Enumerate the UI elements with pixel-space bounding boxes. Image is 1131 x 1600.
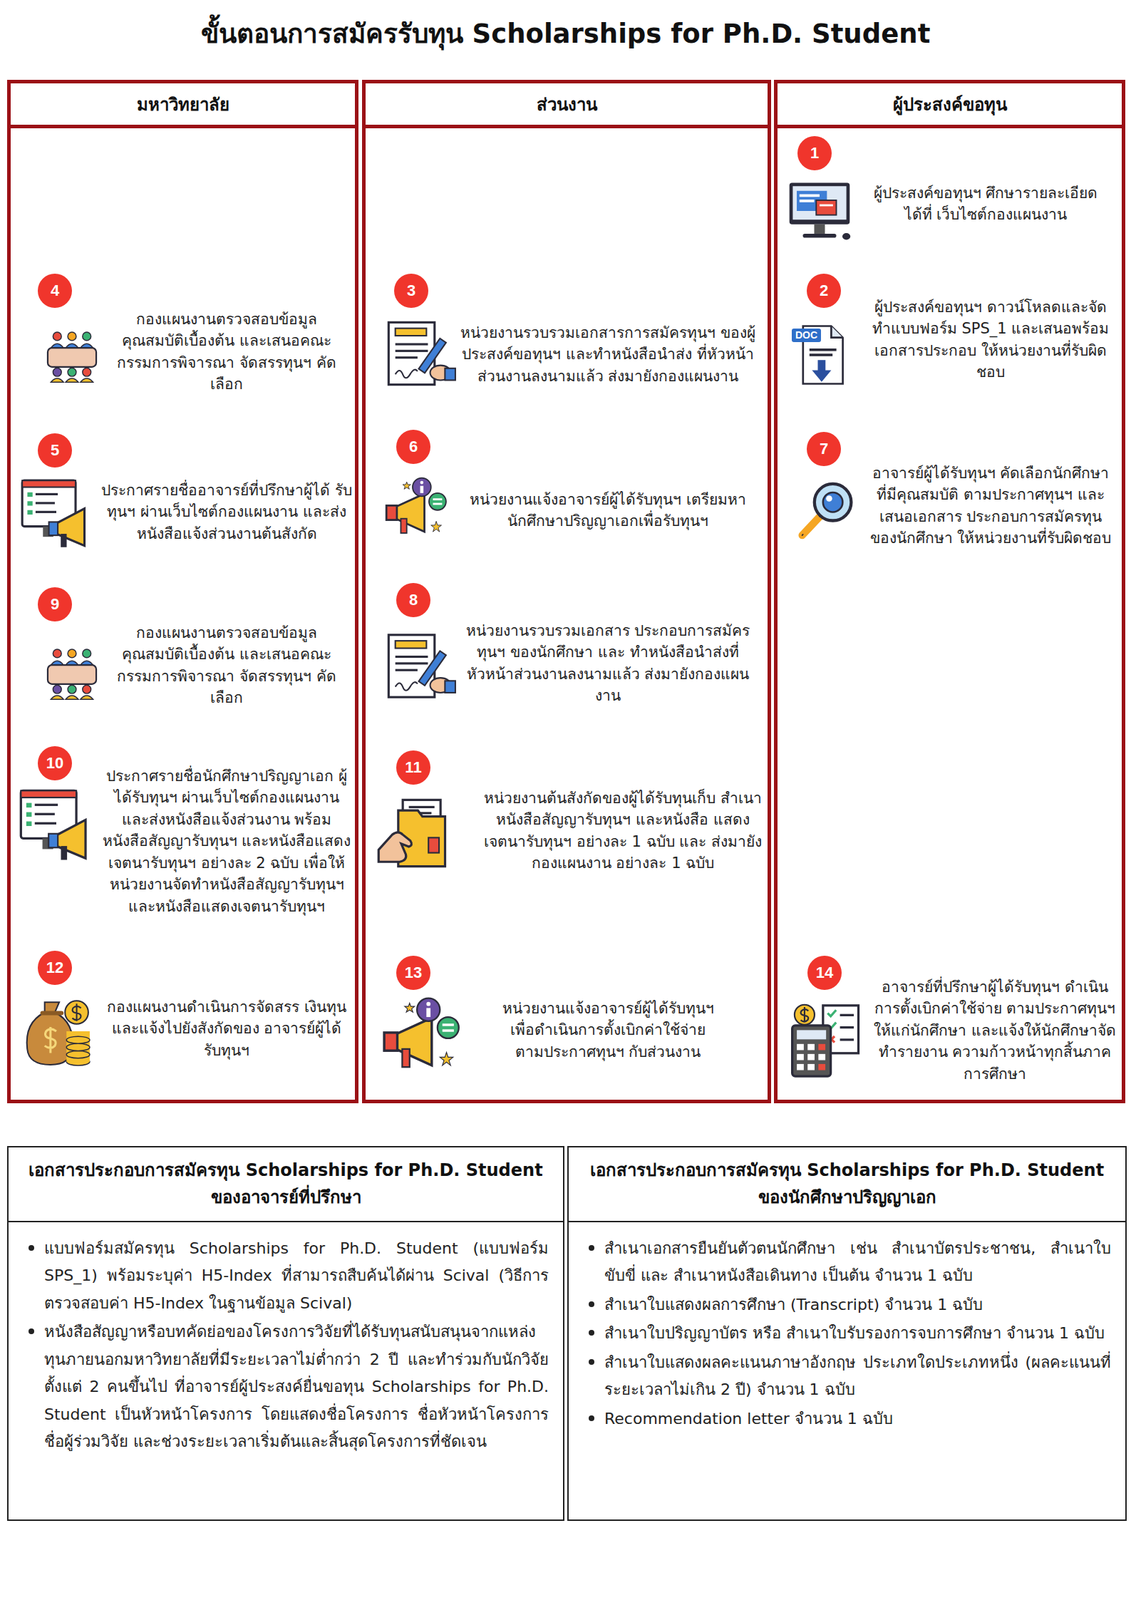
step-number-circle: 4 xyxy=(37,273,72,308)
box-title: เอกสารประกอบการสมัครทุน Scholarships for… xyxy=(581,1156,1113,1212)
swimlane-column: ผู้ประสงค์ขอทุน 1 2 7 14 xyxy=(773,79,1126,1104)
bullet-row: สำเนาใบปริญญาบัตร หรือ สำเนาใบรับรองการจ… xyxy=(585,1319,1112,1348)
calculator-icon xyxy=(792,1004,859,1077)
box-body: สำเนาเอกสารยืนยันตัวตนนักศึกษา เช่น สำเน… xyxy=(568,1222,1126,1448)
bullet-text: หนังสือสัญญาหรือบทคัดย่อของโครงการวิจัยท… xyxy=(44,1318,549,1456)
document-list-box: เอกสารประกอบการสมัครทุน Scholarships for… xyxy=(567,1145,1127,1521)
swimlane-column: มหาวิทยาลัย 4 5 9 10 12 xyxy=(7,79,359,1104)
bullet-row: หนังสือสัญญาหรือบทคัดย่อของโครงการวิจัยท… xyxy=(25,1318,549,1456)
money-icon xyxy=(27,1000,90,1066)
bullet-row: สำเนาใบแสดงผลคะแนนภาษาอังกฤษ ประเภทใดประ… xyxy=(585,1349,1112,1404)
bullet-row: แบบฟอร์มสมัครทุน Scholarships for Ph.D. … xyxy=(25,1235,549,1318)
step-description: ผู้ประสงค์ขอทุนฯ ดาวน์โหลดและจัดทำแบบฟอร… xyxy=(865,296,1116,384)
step-number: 8 xyxy=(409,590,418,610)
page-title: ขั้นตอนการสมัครรับทุน Scholarships for P… xyxy=(0,17,1131,52)
step-number-circle: 3 xyxy=(394,273,429,308)
step-number: 13 xyxy=(404,963,422,983)
bullet-text: Recommendation letter จำนวน 1 ฉบับ xyxy=(604,1405,1112,1434)
column-title: ส่วนงาน xyxy=(536,90,598,119)
step-description: อาจารย์ผู้ได้รับทุนฯ คัดเลือกนักศึกษาที่… xyxy=(869,462,1112,550)
committee-icon xyxy=(47,649,97,700)
bullet-text: สำเนาใบปริญญาบัตร หรือ สำเนาใบรับรองการจ… xyxy=(604,1319,1112,1348)
swimlane-column: ส่วนงาน 3 6 8 11 13 xyxy=(362,79,772,1104)
step-description: หน่วยงานแจ้งอาจารย์ผู้ได้รับทุนฯ เตรียมห… xyxy=(458,488,758,533)
column-header: ส่วนงาน xyxy=(365,83,768,129)
column-header: ผู้ประสงค์ขอทุน xyxy=(777,83,1122,129)
step-number: 11 xyxy=(404,758,422,777)
step-number-circle: 14 xyxy=(807,955,842,990)
step-description: ประกาศรายชื่ออาจารย์ที่ปรึกษาผู้ได้ รับท… xyxy=(98,479,355,545)
document-list-box: เอกสารประกอบการสมัครทุน Scholarships for… xyxy=(7,1145,565,1521)
announcement-icon xyxy=(22,480,85,548)
step-description: หน่วยงานต้นสังกัดของผู้ได้รับทุนเก็บ สำเ… xyxy=(483,787,762,875)
bullet-dot xyxy=(588,1245,595,1251)
step-description: หน่วยงานรวบรวมเอกสาร ประกอบการสมัครทุนฯ … xyxy=(458,620,758,707)
step-number-circle: 13 xyxy=(396,955,431,990)
column-header: มหาวิทยาลัย xyxy=(10,83,355,129)
icon-caption: DOC xyxy=(791,328,821,343)
step-number-circle: 8 xyxy=(396,582,431,618)
bullet-text: สำเนาใบแสดงผลคะแนนภาษาอังกฤษ ประเภทใดประ… xyxy=(604,1349,1112,1404)
column-title: ผู้ประสงค์ขอทุน xyxy=(892,90,1007,119)
step-number: 12 xyxy=(46,958,64,978)
bullet-text: สำเนาใบแสดงผลการศึกษา (Transcript) จำนวน… xyxy=(604,1291,1112,1320)
bullet-dot xyxy=(28,1245,35,1251)
step-number: 14 xyxy=(816,963,834,983)
step-number: 9 xyxy=(50,595,60,614)
bullet-dot xyxy=(588,1359,595,1365)
bullet-dot xyxy=(588,1301,595,1308)
signing-icon xyxy=(388,322,456,385)
megaphone-icon xyxy=(384,998,459,1068)
bullet-dot xyxy=(588,1415,595,1422)
step-description: หน่วยงานรวบรวมเอกสารการสมัครทุนฯ ของผู้ป… xyxy=(458,322,758,387)
signing-icon xyxy=(388,634,456,697)
step-description: กองแผนงานดำเนินการจัดสรร เงินทุนและแจ้งไ… xyxy=(105,996,348,1062)
bullet-text: แบบฟอร์มสมัครทุน Scholarships for Ph.D. … xyxy=(44,1235,549,1318)
announcement-icon xyxy=(20,790,86,860)
step-description: ประกาศรายชื่อนักศึกษาปริญญาเอก ผู้ได้รับ… xyxy=(98,765,355,918)
box-header: เอกสารประกอบการสมัครทุน Scholarships for… xyxy=(568,1147,1126,1223)
magnifier-icon xyxy=(802,483,852,536)
megaphone-icon xyxy=(386,478,447,534)
step-number: 7 xyxy=(819,439,829,459)
step-number: 2 xyxy=(819,281,829,301)
column-title: มหาวิทยาลัย xyxy=(136,90,230,119)
step-number-circle: 12 xyxy=(37,950,72,985)
step-number: 3 xyxy=(406,281,416,301)
bullet-row: สำเนาใบแสดงผลการศึกษา (Transcript) จำนวน… xyxy=(585,1291,1112,1320)
step-description: กองแผนงานตรวจสอบข้อมูล คุณสมบัติเบื้องต้… xyxy=(105,622,348,710)
step-number: 1 xyxy=(810,143,819,163)
step-number: 4 xyxy=(50,281,60,301)
step-number: 5 xyxy=(50,441,60,460)
step-number: 10 xyxy=(46,754,64,773)
step-number-circle: 10 xyxy=(37,746,72,781)
step-number-circle: 9 xyxy=(37,587,72,622)
step-description: ผู้ประสงค์ขอทุนฯ ศึกษารายละเอียด ได้ที่ … xyxy=(857,182,1114,226)
step-number: 6 xyxy=(409,437,418,457)
bullet-text: สำเนาเอกสารยืนยันตัวตนนักศึกษา เช่น สำเน… xyxy=(604,1235,1112,1290)
box-header: เอกสารประกอบการสมัครทุน Scholarships for… xyxy=(8,1147,564,1223)
step-number-circle: 5 xyxy=(37,433,72,468)
step-description: กองแผนงานตรวจสอบข้อมูล คุณสมบัติเบื้องต้… xyxy=(105,308,348,396)
step-number-circle: 7 xyxy=(806,431,841,467)
bullet-row: สำเนาเอกสารยืนยันตัวตนนักศึกษา เช่น สำเน… xyxy=(585,1235,1112,1290)
step-number-circle: 11 xyxy=(396,750,431,785)
step-number-circle: 6 xyxy=(396,429,431,464)
step-description: อาจารย์ที่ปรึกษาผู้ได้รับทุนฯ ดำเนินการต… xyxy=(873,976,1117,1085)
bullet-dot xyxy=(28,1328,35,1335)
committee-icon xyxy=(47,332,97,382)
step-description: หน่วยงานแจ้งอาจารย์ผู้ได้รับทุนฯ เพื่อดำ… xyxy=(493,997,722,1063)
bullet-row: Recommendation letter จำนวน 1 ฉบับ xyxy=(585,1405,1112,1434)
computer-icon xyxy=(789,183,851,241)
box-body: แบบฟอร์มสมัครทุน Scholarships for Ph.D. … xyxy=(8,1222,564,1471)
step-number-circle: 1 xyxy=(797,136,832,171)
box-title: เอกสารประกอบการสมัครทุน Scholarships for… xyxy=(21,1156,551,1212)
bullet-dot xyxy=(588,1329,595,1336)
folder-icon xyxy=(378,799,445,866)
step-number-circle: 2 xyxy=(806,273,841,308)
